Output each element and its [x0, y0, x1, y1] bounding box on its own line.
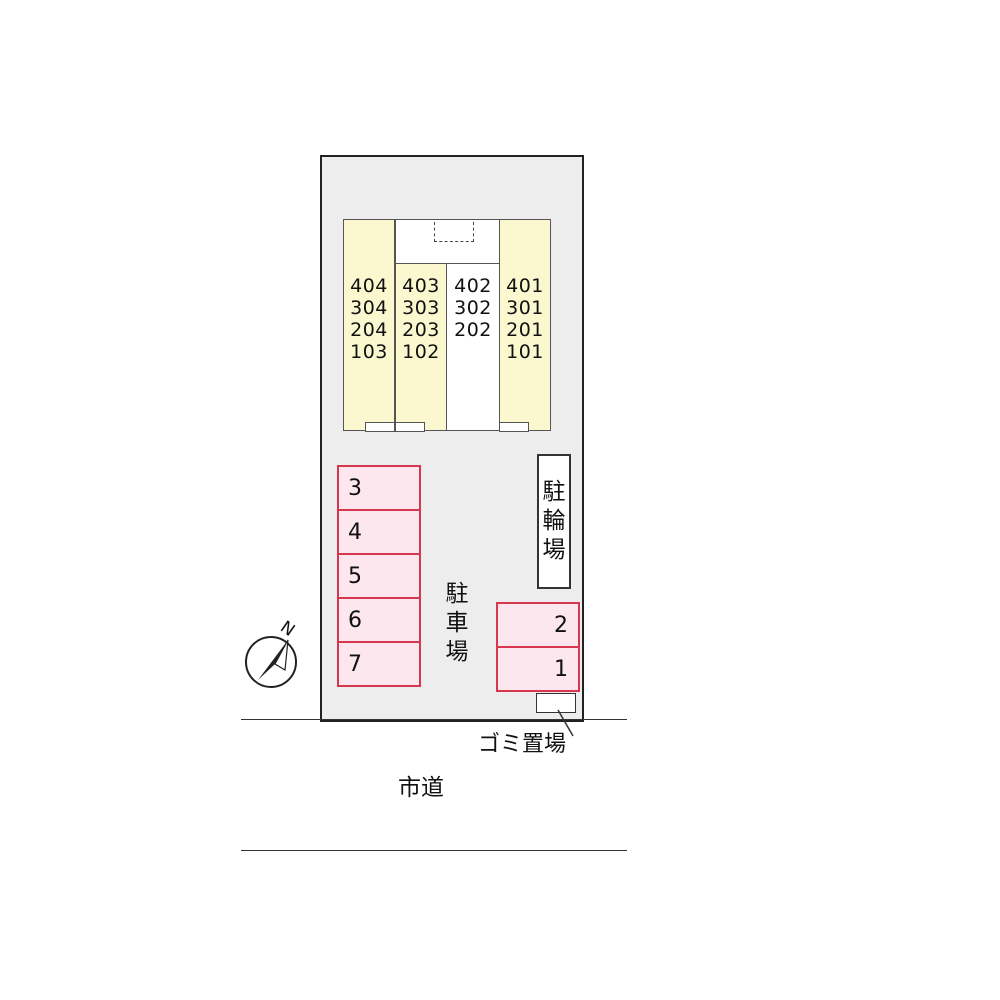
parking-space-number: 6 — [348, 607, 362, 633]
unit-number: 404 — [350, 275, 388, 297]
entrance-step — [395, 422, 425, 432]
garbage-label: ゴミ置場 — [478, 732, 567, 757]
parking-space-number: 4 — [348, 519, 362, 545]
parking-space-number: 5 — [348, 563, 362, 589]
garbage-area — [536, 693, 576, 713]
unit-column-1: 404 304 204 103 — [343, 219, 395, 431]
unit-number: 102 — [402, 341, 440, 363]
bicycle-parking-label: 駐 輪 場 — [542, 479, 566, 563]
unit-number: 203 — [402, 319, 440, 341]
leader-line — [557, 709, 574, 737]
unit-column-2: 403 303 203 102 — [395, 263, 447, 431]
bicycle-parking: 駐 輪 場 — [537, 454, 571, 589]
parking-space: 5 — [337, 553, 421, 599]
unit-number: 304 — [350, 297, 388, 319]
road-label: 市道 — [398, 775, 444, 801]
unit-number: 401 — [506, 275, 544, 297]
parking-space-number: 3 — [348, 475, 362, 501]
parking-space: 1 — [496, 646, 580, 692]
unit-number: 103 — [350, 341, 388, 363]
unit-number: 202 — [454, 319, 492, 341]
parking-space: 4 — [337, 509, 421, 555]
dashed-outline — [434, 222, 474, 242]
unit-number: 303 — [402, 297, 440, 319]
unit-number: 403 — [402, 275, 440, 297]
parking-space: 3 — [337, 465, 421, 511]
unit-number: 204 — [350, 319, 388, 341]
parking-label: 駐 車 場 — [445, 581, 469, 665]
parking-space-number: 2 — [554, 612, 568, 638]
parking-space: 6 — [337, 597, 421, 643]
parking-space: 2 — [496, 602, 580, 648]
unit-number: 302 — [454, 297, 492, 319]
road-edge-bottom — [241, 850, 627, 851]
north-arrow-icon — [245, 636, 297, 688]
unit-number: 101 — [506, 341, 544, 363]
unit-number: 201 — [506, 319, 544, 341]
unit-column-3: 402 302 202 — [446, 263, 500, 431]
parking-space: 7 — [337, 641, 421, 687]
unit-number: 301 — [506, 297, 544, 319]
parking-space-number: 7 — [348, 651, 362, 677]
entrance-step — [365, 422, 395, 432]
entrance-step — [499, 422, 529, 432]
parking-space-number: 1 — [554, 656, 568, 682]
unit-column-4: 401 301 201 101 — [499, 219, 551, 431]
road-edge-top — [241, 719, 627, 720]
unit-number: 402 — [454, 275, 492, 297]
